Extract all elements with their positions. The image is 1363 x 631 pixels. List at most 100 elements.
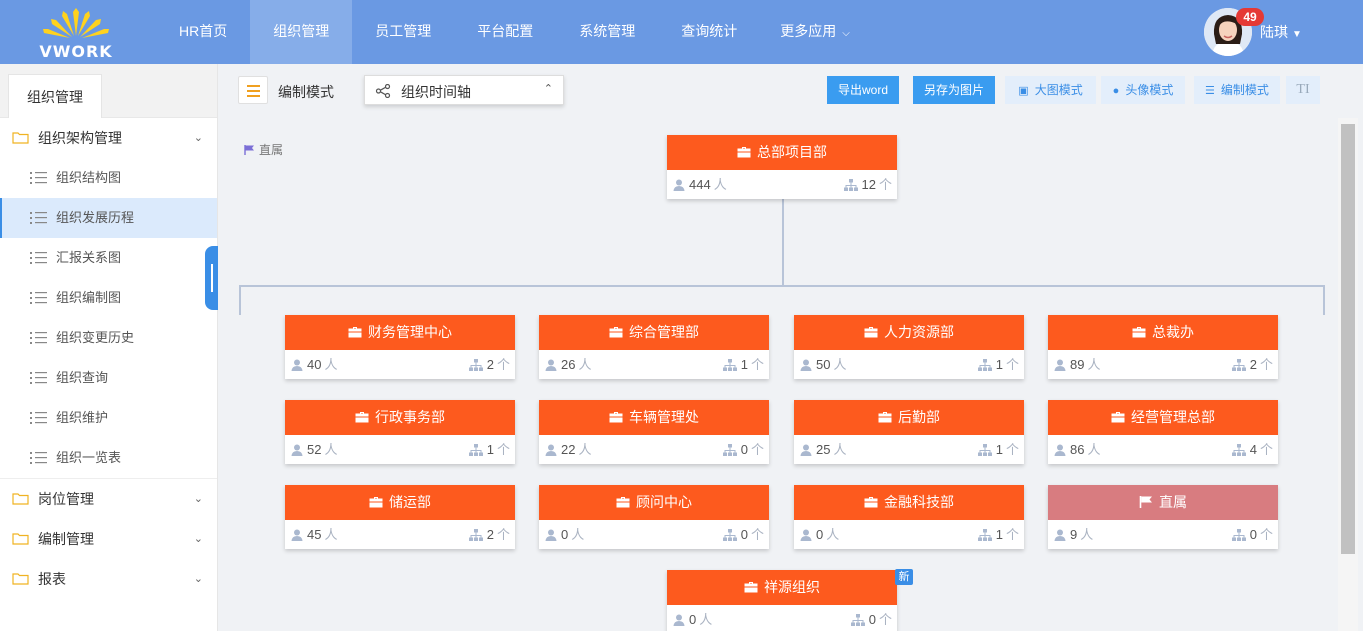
list-icon	[30, 452, 47, 464]
org-node-name: 总裁办	[1152, 324, 1194, 340]
sidebar-item-org-query[interactable]: 组织查询	[0, 358, 217, 398]
list-icon	[30, 412, 47, 424]
org-node-name: 总部项目部	[757, 144, 827, 160]
person-icon	[800, 529, 812, 541]
people-count: 444	[689, 177, 711, 192]
sub-count: 2	[486, 527, 494, 542]
briefcase-icon	[744, 582, 758, 593]
sidebar-group-position[interactable]: 岗位管理 ⌄	[0, 479, 217, 519]
hamburger-icon	[247, 85, 260, 87]
user-name[interactable]: 陆琪▼	[1260, 24, 1302, 40]
sub-count: 0	[1249, 527, 1257, 542]
sidebar-group-block: 组织架构管理 ⌄ 组织结构图 组织发展历程 汇报关系图 组织编制图 组织变更历史…	[0, 118, 217, 479]
briefcase-icon	[1111, 412, 1125, 423]
nav-query-stats[interactable]: 查询统计	[681, 23, 738, 39]
big-mode-button[interactable]: ▣大图模式	[1005, 76, 1096, 104]
nav-more-apps[interactable]: 更多应用⌵	[760, 0, 870, 64]
share-icon	[375, 84, 391, 98]
vwork-logo[interactable]: VWORK	[36, 6, 116, 61]
sub-count: 4	[1249, 442, 1257, 457]
people-count: 50	[816, 357, 831, 372]
folder-icon	[12, 132, 29, 144]
briefcase-icon	[609, 327, 623, 338]
avatar-mode-button[interactable]: ●头像模式	[1101, 76, 1185, 104]
person-icon	[1054, 529, 1066, 541]
view-select[interactable]: 组织时间轴 ⌃	[364, 75, 564, 105]
briefcase-icon	[864, 327, 878, 338]
main-nav: HR首页 组织管理 员工管理 平台配置 系统管理 查询统计 更多应用⌵	[156, 0, 870, 64]
people-count: 45	[307, 527, 322, 542]
sidebar-item-org-staffing[interactable]: 组织编制图	[0, 278, 217, 318]
people-count: 0	[816, 527, 824, 542]
sub-count: 1	[740, 357, 748, 372]
text-toggle-button[interactable]: TI	[1286, 76, 1320, 104]
flag-icon	[1139, 496, 1152, 508]
person-icon	[800, 359, 812, 371]
sidebar-group-reports[interactable]: 报表 ⌄	[0, 559, 217, 599]
connector-line	[239, 285, 241, 315]
list-icon	[30, 172, 47, 184]
sidebar-group-staffing[interactable]: 编制管理 ⌄	[0, 519, 217, 559]
sidebar-tabbar: 组织管理	[0, 64, 217, 118]
folder-icon	[12, 493, 29, 505]
sidebar-item-org-maintenance[interactable]: 组织维护	[0, 398, 217, 438]
sidebar-item-org-chart[interactable]: 组织结构图	[0, 158, 217, 198]
nav-platform-config[interactable]: 平台配置	[477, 23, 534, 39]
people-count: 22	[561, 442, 576, 457]
export-word-button[interactable]: 导出word	[827, 76, 899, 104]
list-icon	[30, 252, 47, 264]
sidebar-item-report-relation[interactable]: 汇报关系图	[0, 238, 217, 278]
chart-toolbar: 编制模式 组织时间轴 ⌃ 导出word 另存为图片 ▣大图模式 ●头像模式 ☰编…	[228, 64, 1335, 118]
chevron-up-icon: ⌃	[543, 83, 553, 95]
nav-employee-management[interactable]: 员工管理	[375, 23, 432, 39]
sidebar-tab-org-management[interactable]: 组织管理	[8, 74, 102, 118]
view-select-value: 组织时间轴	[401, 84, 471, 100]
people-count: 26	[561, 357, 576, 372]
org-node-name: 行政事务部	[375, 409, 445, 425]
org-tree-icon	[977, 444, 992, 456]
chevron-down-icon: ⌄	[193, 493, 203, 505]
sidebar-item-org-change-history[interactable]: 组织变更历史	[0, 318, 217, 358]
sub-count: 0	[740, 527, 748, 542]
logo-burst-icon	[43, 8, 109, 38]
chevron-down-icon: ⌵	[842, 28, 850, 39]
sidebar-collapse-handle[interactable]	[205, 246, 218, 310]
vertical-scrollbar[interactable]	[1341, 124, 1355, 554]
list-icon	[30, 212, 47, 224]
org-node-name: 后勤部	[898, 409, 940, 425]
save-image-button[interactable]: 另存为图片	[913, 76, 995, 104]
nav-org-management[interactable]: 组织管理	[250, 0, 353, 64]
briefcase-icon	[348, 327, 362, 338]
menu-toggle-button[interactable]	[238, 76, 268, 104]
org-node-name: 储运部	[389, 494, 431, 510]
sidebar-item-org-history[interactable]: 组织发展历程	[0, 198, 217, 238]
person-icon	[673, 614, 685, 626]
org-tree-icon	[977, 529, 992, 541]
nav-hr-home[interactable]: HR首页	[179, 23, 228, 39]
notification-badge[interactable]: 49	[1236, 8, 1264, 26]
briefcase-icon	[737, 147, 751, 158]
sidebar-item-org-overview[interactable]: 组织一览表	[0, 438, 217, 478]
sub-count: 0	[740, 442, 748, 457]
nav-system-management[interactable]: 系统管理	[579, 23, 636, 39]
org-tree-icon	[843, 179, 858, 191]
sidebar-group-org-structure[interactable]: 组织架构管理 ⌄	[0, 118, 217, 158]
direct-legend: 直属	[244, 141, 283, 158]
edit-mode-button[interactable]: ☰编制模式	[1194, 76, 1280, 104]
person-icon	[291, 359, 303, 371]
